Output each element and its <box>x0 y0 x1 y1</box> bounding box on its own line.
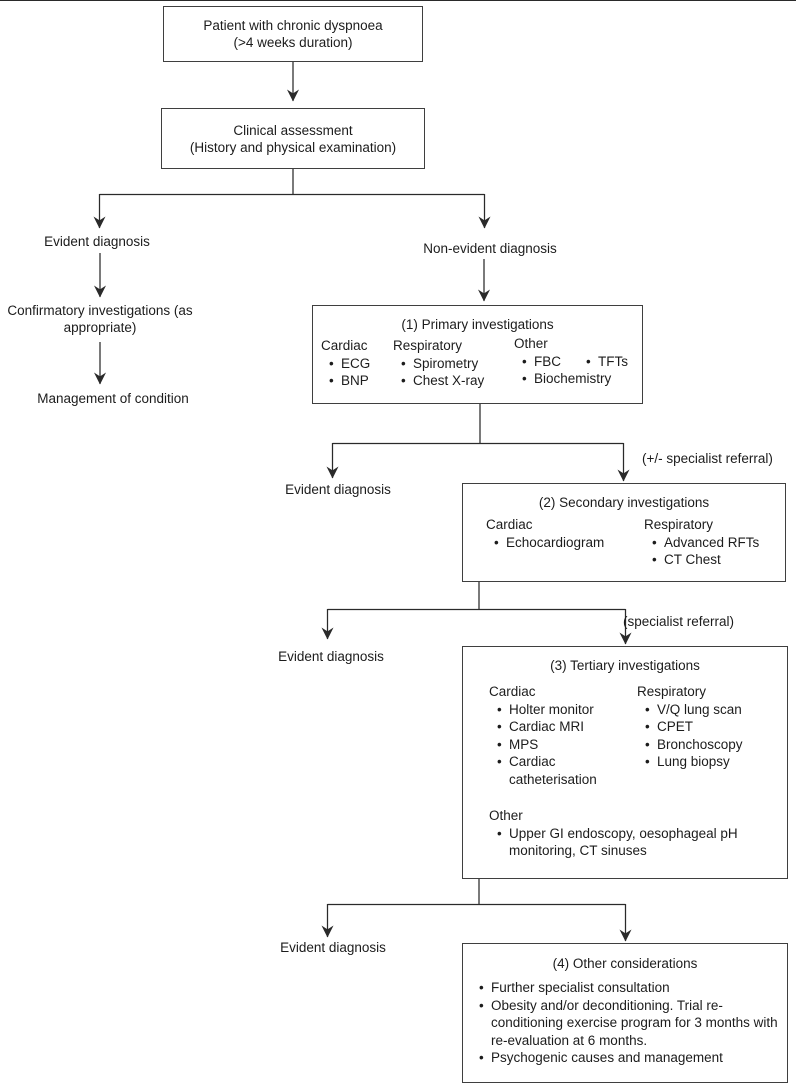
evident-diagnosis-label-1: Evident diagnosis <box>44 234 150 249</box>
bullet-item: BNP <box>329 372 370 390</box>
primary-respiratory-column: Respiratory Spirometry Chest X-ray <box>393 337 484 390</box>
bullet-item: Holter monitor <box>497 701 611 719</box>
clinical-box-line1: Clinical assessment <box>233 122 353 138</box>
secondary-cardiac-column: Cardiac Echocardiogram <box>486 516 604 551</box>
bullet-item: MPS <box>497 736 611 754</box>
bullet-item: Spirometry <box>401 355 484 373</box>
tertiary-other-header: Other <box>489 808 523 823</box>
bullet-item: Cardiac MRI <box>497 718 611 736</box>
primary-other-column: Other FBC Biochemistry TFTs <box>514 335 628 388</box>
tertiary-investigations-box: (3) Tertiary investigations Cardiac Holt… <box>462 646 788 879</box>
tertiary-cardiac-header: Cardiac <box>489 684 536 699</box>
specialist-referral-note-1: (+/- specialist referral) <box>642 451 773 466</box>
bullet-item: ECG <box>329 355 370 373</box>
bullet-item: FBC <box>522 353 611 371</box>
primary-cardiac-column: Cardiac ECG BNP <box>321 337 370 390</box>
bullet-item: Echocardiogram <box>494 534 604 552</box>
specialist-referral-note-2: (specialist referral) <box>623 614 735 629</box>
tertiary-respiratory-header: Respiratory <box>637 684 707 699</box>
bullet-item: Cardiac catheterisation <box>497 753 611 788</box>
connector-tertiary-split <box>327 879 626 906</box>
tertiary-respiratory-column: Respiratory V/Q lung scan CPET Bronchosc… <box>637 683 743 771</box>
patient-box-line2: (>4 weeks duration) <box>233 35 353 50</box>
primary-respiratory-header: Respiratory <box>393 338 463 353</box>
tertiary-other-column: Other Upper GI endoscopy, oesophageal pH… <box>489 807 762 860</box>
tertiary-investigations-title: (3) Tertiary investigations <box>550 658 700 673</box>
tertiary-cardiac-column: Cardiac Holter monitor Cardiac MRI MPS C… <box>489 683 619 788</box>
connector-secondary-split <box>327 582 626 611</box>
clinical-box-line2: (History and physical examination) <box>189 139 397 155</box>
bullet-item: V/Q lung scan <box>645 701 743 719</box>
patient-box: Patient with chronic dyspnoea (>4 weeks … <box>163 6 423 62</box>
bullet-item: CT Chest <box>652 551 759 569</box>
bullet-item: CPET <box>645 718 743 736</box>
bullet-item: Psychogenic causes and management <box>479 1049 781 1067</box>
secondary-investigations-title: (2) Secondary investigations <box>538 495 710 510</box>
connector-clinical-split <box>99 169 485 196</box>
clinical-assessment-box: Clinical assessment (History and physica… <box>161 108 425 169</box>
secondary-respiratory-column: Respiratory Advanced RFTs CT Chest <box>644 516 759 569</box>
evident-diagnosis-label-3: Evident diagnosis <box>278 649 384 664</box>
bullet-item: Chest X-ray <box>401 372 484 390</box>
connector-primary-split <box>332 404 624 445</box>
bullet-item: Upper GI endoscopy, oesophageal pH monit… <box>497 825 762 860</box>
bullet-item: Bronchoscopy <box>645 736 743 754</box>
bullet-item: Further specialist consultation <box>479 979 781 997</box>
secondary-respiratory-header: Respiratory <box>644 517 714 532</box>
bullet-item: Advanced RFTs <box>652 534 759 552</box>
primary-investigations-title: (1) Primary investigations <box>401 317 554 332</box>
bullet-item: Obesity and/or deconditioning. Trial re-… <box>479 997 781 1050</box>
patient-box-line1: Patient with chronic dyspnoea <box>203 18 383 33</box>
evident-diagnosis-label-2: Evident diagnosis <box>285 482 391 497</box>
primary-cardiac-header: Cardiac <box>321 338 368 353</box>
primary-investigations-box: (1) Primary investigations Cardiac ECG B… <box>312 305 643 404</box>
management-of-condition-label: Management of condition <box>37 391 189 406</box>
confirmatory-investigations-label: Confirmatory investigations (as appropri… <box>7 303 193 335</box>
other-considerations-box: (4) Other considerations Further special… <box>462 943 788 1083</box>
bullet-item: TFTs <box>586 353 628 371</box>
other-considerations-title: (4) Other considerations <box>552 956 698 971</box>
secondary-cardiac-header: Cardiac <box>486 517 533 532</box>
secondary-investigations-box: (2) Secondary investigations Cardiac Ech… <box>462 483 786 582</box>
primary-other-header: Other <box>514 336 548 351</box>
bullet-item: Lung biopsy <box>645 753 743 771</box>
bullet-item: Biochemistry <box>522 370 611 388</box>
non-evident-diagnosis-label: Non-evident diagnosis <box>423 241 557 256</box>
evident-diagnosis-label-4: Evident diagnosis <box>280 940 386 955</box>
